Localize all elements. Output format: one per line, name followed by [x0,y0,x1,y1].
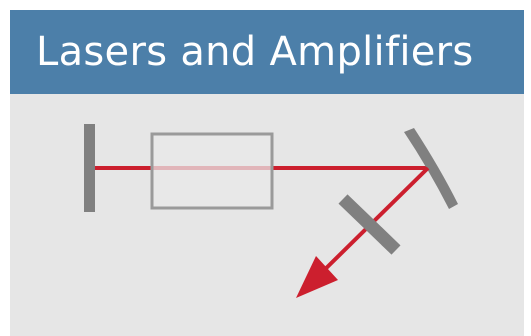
output-coupler-icon [338,194,401,255]
tile-body [10,94,524,336]
curved-mirror-icon [404,128,458,209]
output-beam-arrow-icon [296,256,338,298]
tile-header: Lasers and Amplifiers [10,10,524,94]
lasers-and-amplifiers-tile[interactable]: Lasers and Amplifiers [10,0,524,336]
gain-medium-icon [150,132,274,210]
tile-title: Lasers and Amplifiers [36,29,474,75]
end-mirror-icon [84,124,95,212]
